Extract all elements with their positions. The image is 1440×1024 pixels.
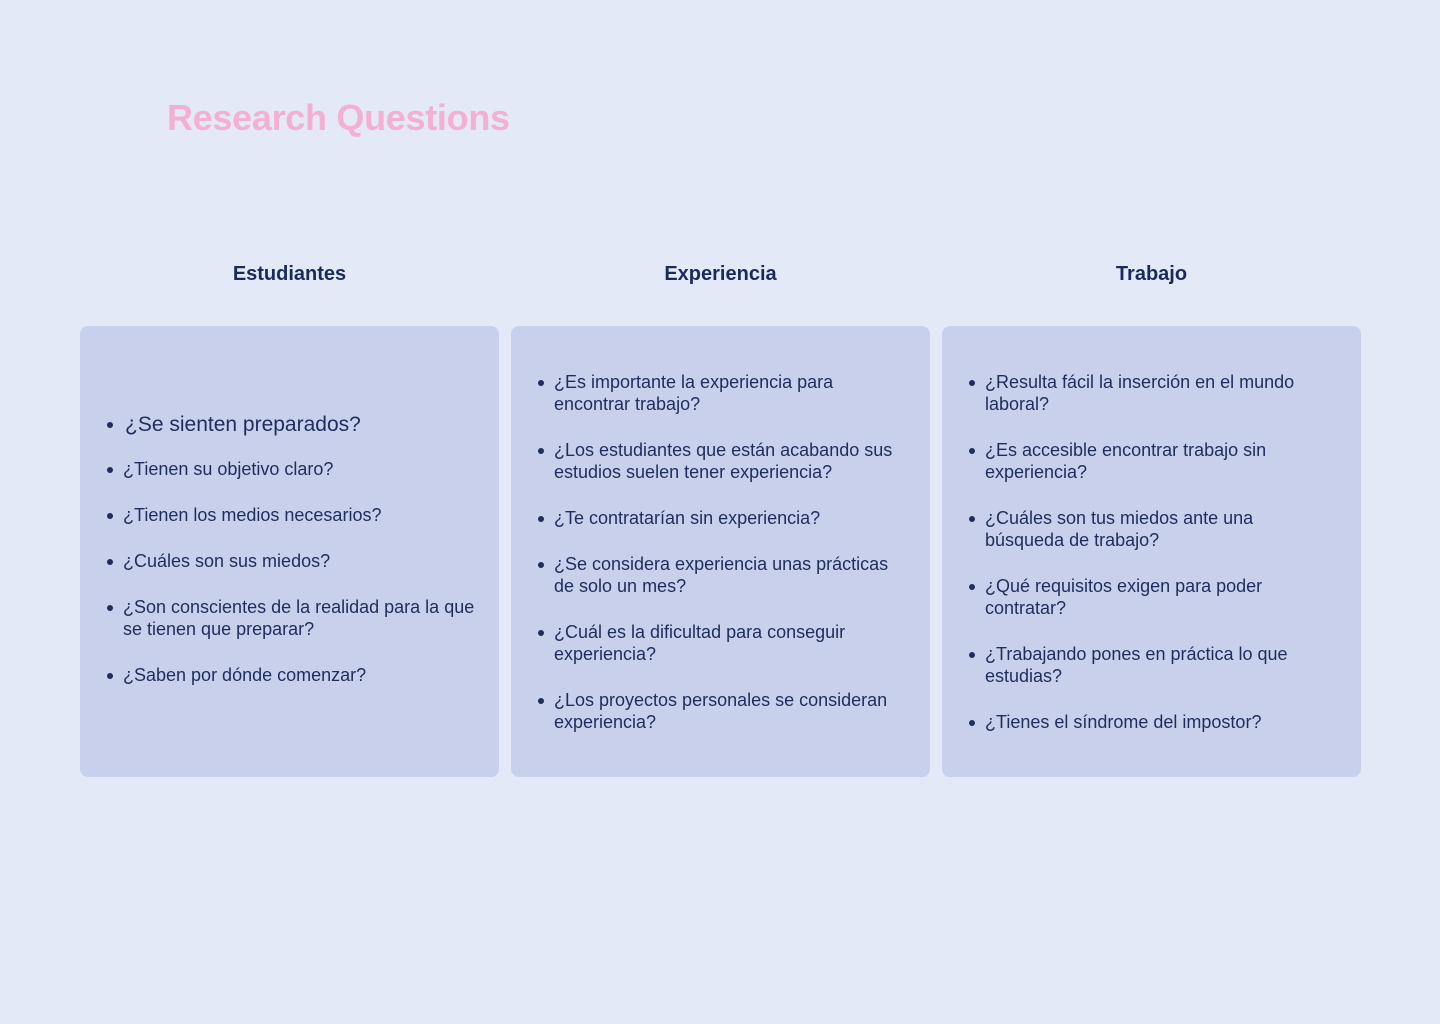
- list-item: ¿Tienes el síndrome del impostor?: [942, 711, 1361, 733]
- column-heading: Estudiantes: [232, 263, 347, 285]
- column-heading: Experiencia: [664, 263, 777, 285]
- list-item: ¿Los estudiantes que están acabando sus …: [511, 439, 930, 483]
- question-list: ¿Se sienten preparados? ¿Tienen su objet…: [80, 326, 499, 686]
- list-item: ¿Trabajando pones en práctica lo que est…: [942, 643, 1361, 687]
- list-item: ¿Te contratarían sin experiencia?: [511, 507, 930, 529]
- list-item: ¿Los proyectos personales se consideran …: [511, 689, 930, 733]
- page-title: Research Questions: [167, 97, 510, 138]
- question-card: ¿Resulta fácil la inserción en el mundo …: [942, 326, 1361, 777]
- list-item: ¿Cuáles son tus miedos ante una búsqueda…: [942, 507, 1361, 551]
- list-item: ¿Es accesible encontrar trabajo sin expe…: [942, 439, 1361, 483]
- list-item: ¿Qué requisitos exigen para poder contra…: [942, 575, 1361, 619]
- list-item: ¿Resulta fácil la inserción en el mundo …: [942, 371, 1361, 415]
- question-list: ¿Es importante la experiencia para encon…: [511, 326, 930, 733]
- list-item: ¿Es importante la experiencia para encon…: [511, 371, 930, 415]
- list-item: ¿Cuál es la dificultad para conseguir ex…: [511, 621, 930, 665]
- list-item: ¿Saben por dónde comenzar?: [80, 664, 499, 686]
- list-item: ¿Tienen su objetivo claro?: [80, 458, 499, 480]
- list-item: ¿Se sienten preparados?: [80, 412, 499, 438]
- list-item: ¿Tienen los medios necesarios?: [80, 504, 499, 526]
- list-item: ¿Cuáles son sus miedos?: [80, 550, 499, 572]
- list-item: ¿Se considera experiencia unas prácticas…: [511, 553, 930, 597]
- question-card: ¿Se sienten preparados? ¿Tienen su objet…: [80, 326, 499, 777]
- question-list: ¿Resulta fácil la inserción en el mundo …: [942, 326, 1361, 733]
- question-card: ¿Es importante la experiencia para encon…: [511, 326, 930, 777]
- list-item: ¿Son conscientes de la realidad para la …: [80, 596, 499, 640]
- column-heading: Trabajo: [1115, 263, 1188, 285]
